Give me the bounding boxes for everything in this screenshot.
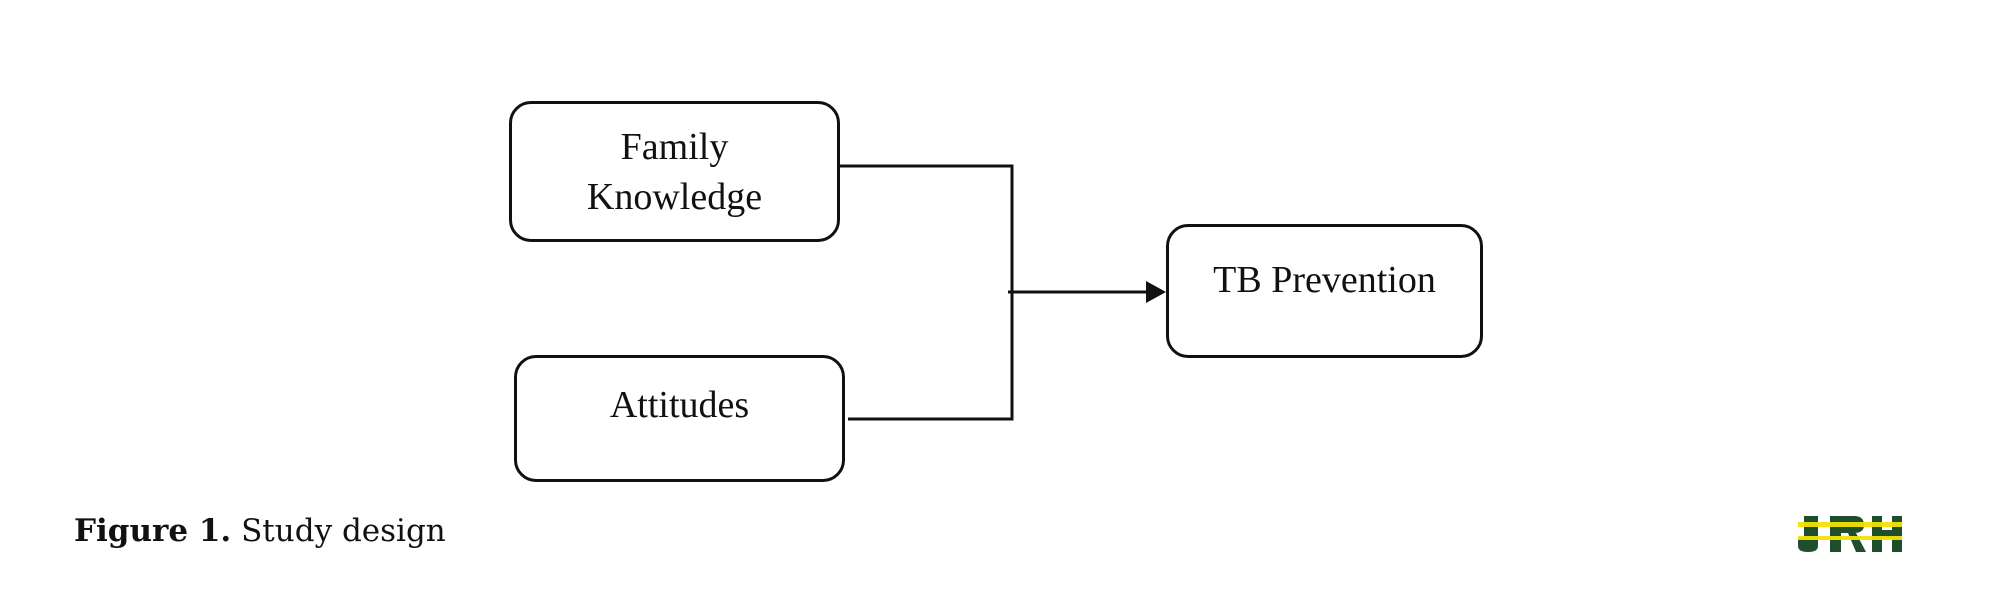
tb-prevention-label: TB Prevention xyxy=(1213,259,1436,301)
tb-prevention-node: TB Prevention xyxy=(1166,224,1483,358)
family-knowledge-node: Family Knowledge xyxy=(509,101,840,242)
jrh-logo xyxy=(1796,514,1904,554)
caption-figure-label: Figure 1. xyxy=(74,513,232,549)
attitudes-node: Attitudes xyxy=(514,355,845,482)
attitudes-label: Attitudes xyxy=(609,384,750,426)
caption-text: Study design xyxy=(231,513,446,549)
arrowhead-icon xyxy=(1146,281,1166,303)
family-connector xyxy=(840,164,1014,292)
family-knowledge-label: Family Knowledge xyxy=(586,125,763,218)
attitudes-connector xyxy=(848,292,1014,421)
figure-caption: Figure 1. Study design xyxy=(74,511,446,551)
jrh-logo-mark xyxy=(1798,516,1902,552)
